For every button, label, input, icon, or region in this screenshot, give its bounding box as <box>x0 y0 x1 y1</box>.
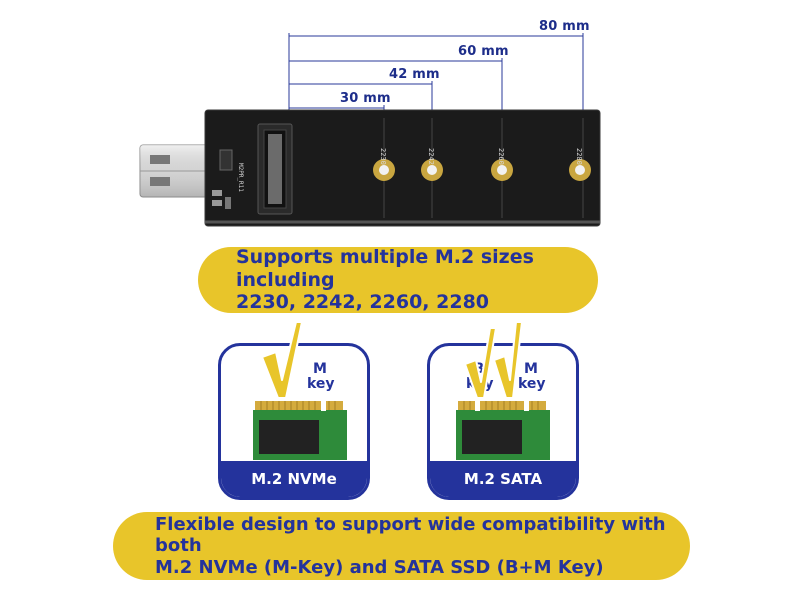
silk-2230: 2230 <box>379 148 387 165</box>
usb-plug-icon <box>139 144 215 198</box>
compatibility-banner-line2: M.2 NVMe (M-Key) and SATA SSD (B+M Key) <box>155 556 604 578</box>
nvme-card-footer: M.2 NVMe <box>221 461 367 497</box>
sata-card-footer: M.2 SATA <box>430 461 576 497</box>
silk-2280: 2280 <box>575 148 583 165</box>
sizes-banner-line2: 2230, 2242, 2260, 2280 <box>236 291 490 314</box>
sata-m-key-label: M key <box>518 361 546 392</box>
dimension-60mm: 60 mm <box>458 44 509 59</box>
m2-sata-card-icon <box>456 400 550 460</box>
dimension-lines <box>288 33 584 112</box>
standoff-2280 <box>569 159 591 181</box>
silk-2242: 2242 <box>427 148 435 165</box>
standoff-2242 <box>421 159 443 181</box>
silk-model: M2PR_R11 <box>237 163 244 192</box>
sizes-banner: Supports multiple M.2 sizes including 22… <box>198 245 598 314</box>
pcb-board <box>204 109 601 227</box>
compatibility-banner: Flexible design to support wide compatib… <box>113 512 690 580</box>
compatibility-banner-line1: Flexible design to support wide compatib… <box>155 513 666 557</box>
nvme-card: M key M.2 NVMe <box>218 343 370 500</box>
nvme-m-key-label: M key <box>307 361 335 392</box>
sizes-banner-line1: Supports multiple M.2 sizes including <box>236 245 534 291</box>
standoff-2230 <box>373 159 395 181</box>
silk-2260: 2260 <box>497 148 505 165</box>
dimension-42mm: 42 mm <box>389 67 440 82</box>
m2-nvme-card-icon <box>253 400 347 460</box>
sata-b-key-label: B key <box>466 361 494 392</box>
dimension-80mm: 80 mm <box>539 19 590 34</box>
dimension-30mm: 30 mm <box>340 91 391 106</box>
standoff-2260 <box>491 159 513 181</box>
sata-card: B key M key M.2 SATA <box>427 343 579 500</box>
